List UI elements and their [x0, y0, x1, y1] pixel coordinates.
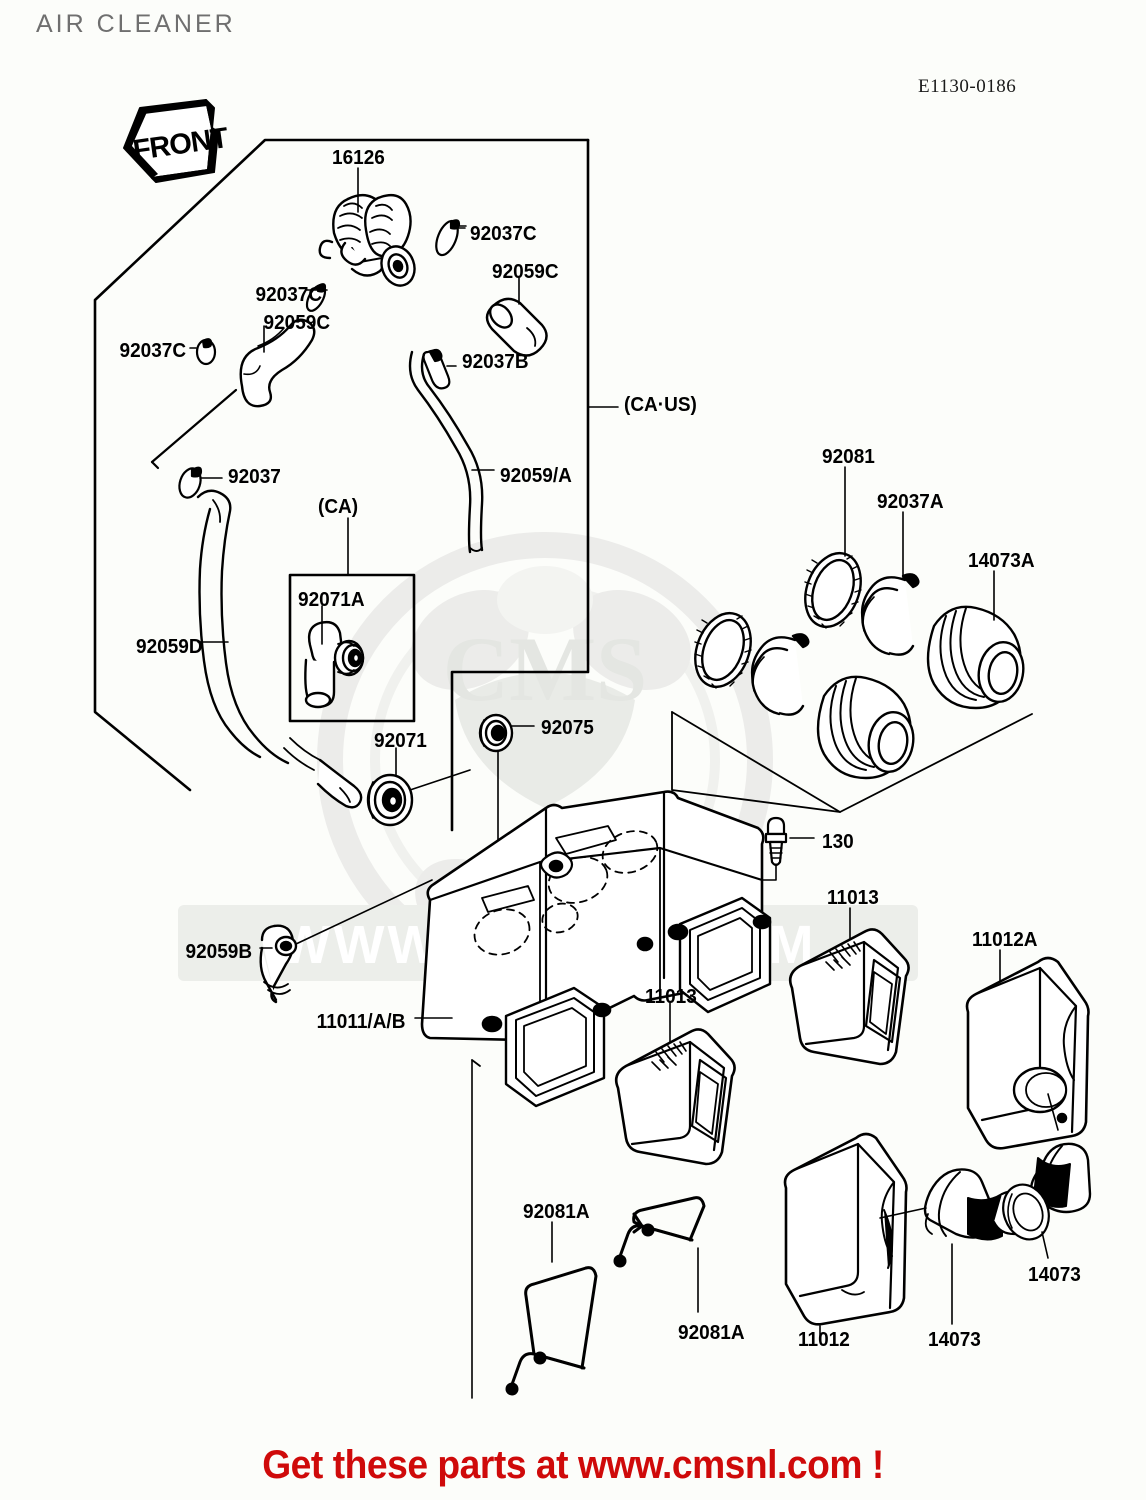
part-label-11013: 11013	[645, 986, 697, 1008]
right-cluster-baseplate	[671, 711, 1033, 813]
leader-92059b-to-case	[295, 879, 433, 945]
part-label-92037c: 92037C	[470, 223, 537, 245]
leader-92037c-1	[454, 225, 467, 229]
part-92037-clip	[178, 466, 203, 499]
part-label-16126: 16126	[332, 147, 385, 169]
ca-inset-box	[288, 573, 416, 723]
part-label-14073a: 14073A	[968, 550, 1035, 572]
part-92059b-hose	[259, 924, 298, 1004]
part-label-92059c: 92059C	[263, 312, 330, 334]
part-92059a-hose	[408, 350, 484, 554]
part-92071-grommet	[366, 773, 414, 827]
part-92037a-clamp-1	[860, 573, 920, 656]
part-label-ca-us: (CA·US)	[624, 394, 697, 416]
part-label-92081a: 92081A	[678, 1322, 745, 1344]
part-14073-elbow-right	[1002, 1142, 1092, 1241]
part-label-92081a: 92081A	[523, 1201, 590, 1223]
part-label-92037: 92037	[228, 466, 281, 488]
front-arrow-icon: FRONT	[123, 99, 231, 183]
part-label-14073: 14073	[1028, 1264, 1081, 1286]
part-14073a-duct-2	[816, 675, 915, 780]
part-11011-case	[420, 790, 772, 1108]
part-label-92075: 92075	[541, 717, 594, 739]
part-92081a-spring-1	[505, 1266, 598, 1396]
diagram-code: E1130-0186	[918, 76, 1017, 97]
part-label-11011-a-b: 11011/A/B	[316, 1011, 405, 1033]
part-92037a-clamp-2	[750, 633, 810, 716]
part-92037b-clip	[422, 348, 451, 390]
part-92081-gasket-2	[694, 612, 752, 689]
ca-us-boundary	[93, 138, 590, 832]
part-label-92037c: 92037C	[119, 340, 186, 362]
part-11012-cover	[783, 1132, 908, 1326]
case-lower-nub	[471, 1059, 481, 1067]
part-130-bolt	[764, 816, 788, 867]
footer-cta: Get these parts at www.cmsnl.com !	[262, 1443, 884, 1487]
part-92059c-hose-1	[485, 297, 548, 357]
leader-14073-right	[1041, 1231, 1049, 1259]
part-label-11012a: 11012A	[972, 929, 1038, 951]
part-label-92059d: 92059D	[136, 636, 203, 658]
part-label-92037c: 92037C	[255, 284, 322, 306]
part-16126-valve	[318, 193, 416, 287]
part-11012a-cap	[965, 956, 1090, 1150]
part-14073a-duct-1	[926, 605, 1025, 710]
part-label-130: 130	[822, 831, 854, 853]
part-92037c-clip-1	[435, 219, 461, 257]
part-label-11012: 11012	[798, 1329, 850, 1351]
part-label-92059b: 92059B	[185, 941, 252, 963]
page-title: AIR CLEANER	[36, 10, 236, 38]
part-11013-filter-2	[788, 928, 910, 1066]
part-label-92059-a: 92059/A	[500, 465, 572, 487]
part-label-92037b: 92037B	[462, 351, 529, 373]
part-label-14073: 14073	[928, 1329, 981, 1351]
part-label-92081: 92081	[822, 446, 875, 468]
part-label-92071: 92071	[374, 730, 427, 752]
part-92059d-hose	[196, 489, 363, 809]
part-label-11013: 11013	[827, 887, 879, 909]
leader-92071-to-case	[409, 769, 471, 791]
lower-boundary	[150, 388, 238, 470]
part-label-ca: (CA)	[318, 496, 359, 518]
part-92059c-hose-2	[239, 318, 316, 408]
part-92037c-clip-3	[195, 338, 217, 366]
part-92075-damper	[478, 713, 514, 753]
part-92081a-spring-2	[613, 1196, 706, 1268]
part-11013-filter-1	[614, 1028, 736, 1166]
part-label-92071a: 92071A	[298, 589, 365, 611]
part-92081-gasket-1	[804, 552, 862, 629]
part-92071a-grommet	[304, 620, 365, 709]
part-label-92037a: 92037A	[877, 491, 944, 513]
part-label-92059c: 92059C	[492, 261, 559, 283]
leader-14073-to-cover	[879, 1207, 927, 1219]
